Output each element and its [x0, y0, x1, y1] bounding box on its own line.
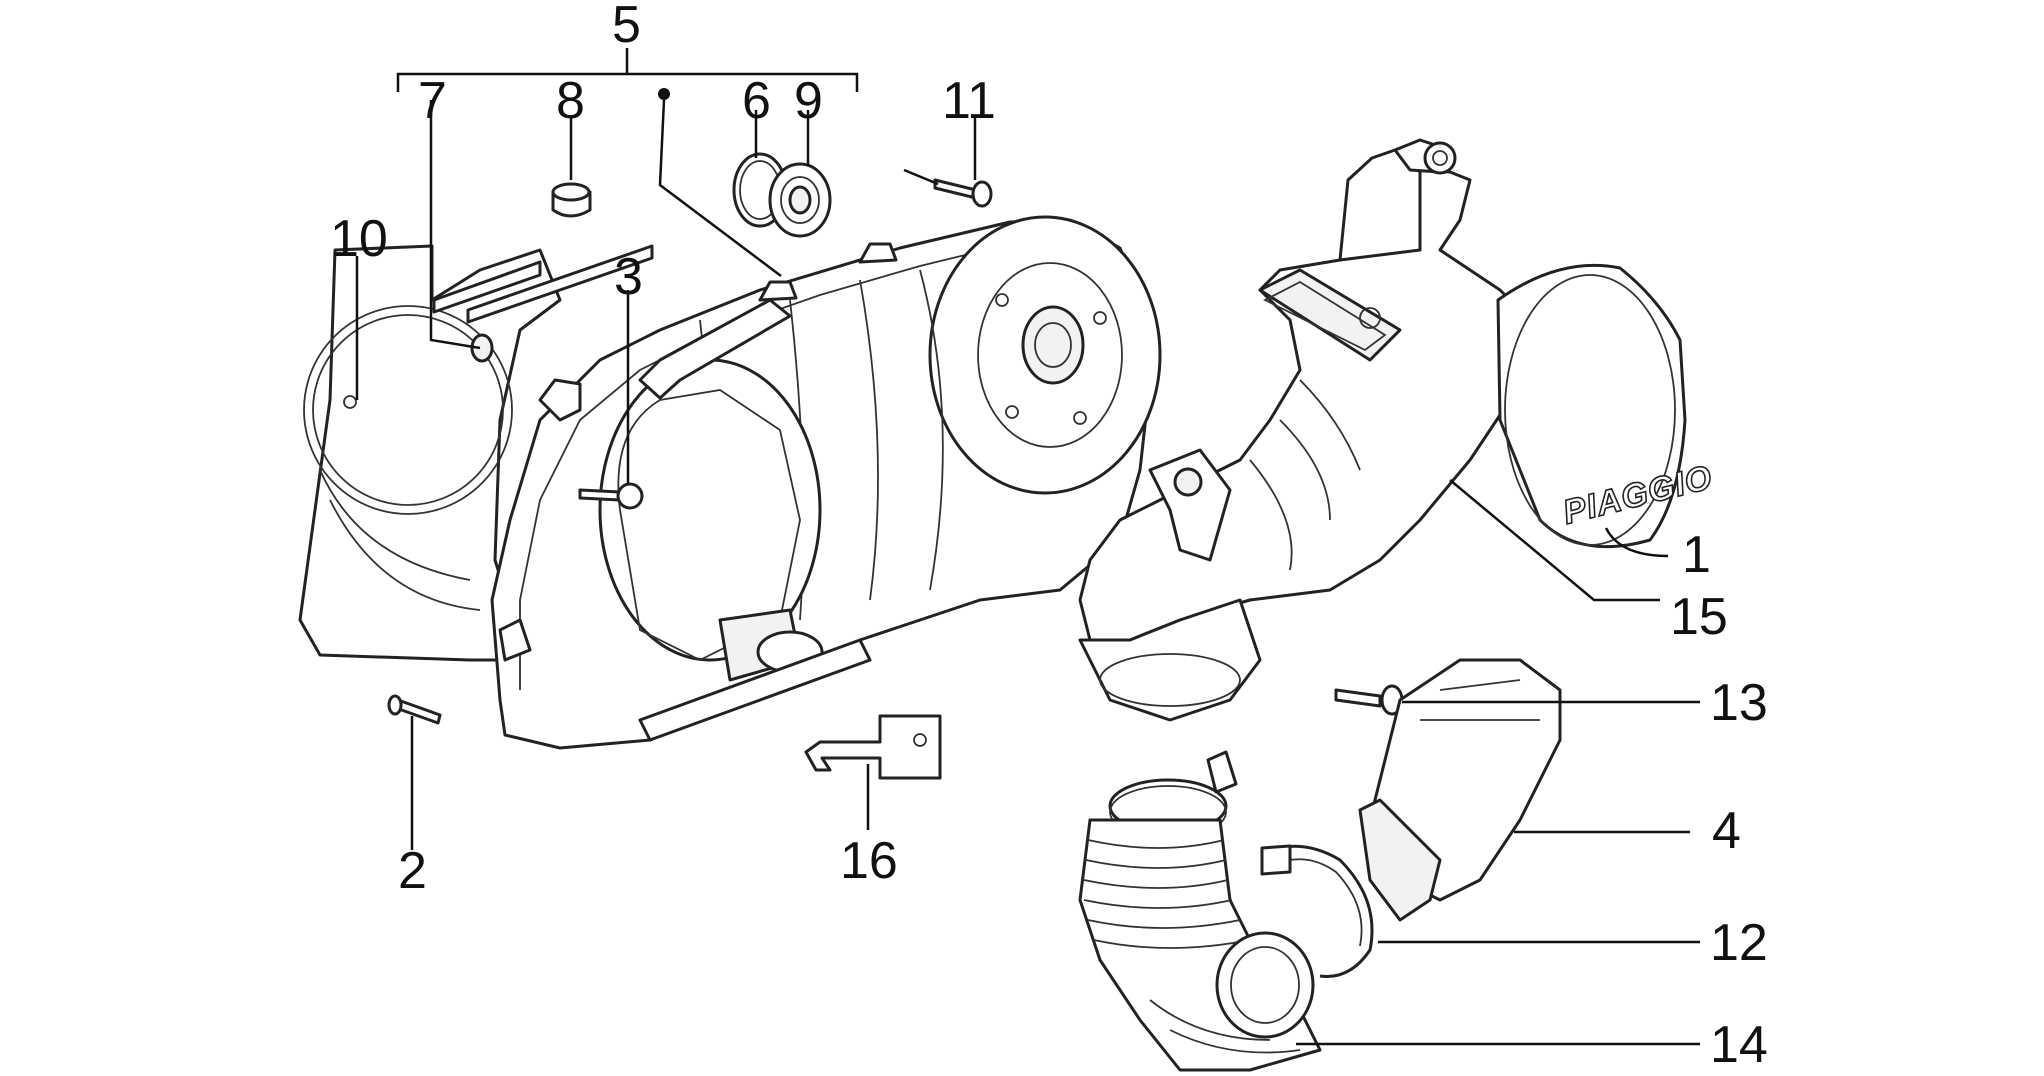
callout-7: 7: [418, 72, 447, 130]
part-3-screw: [578, 482, 644, 510]
air-intake-duct-15: [1078, 138, 1532, 722]
part-4-intake-boot: [1358, 658, 1562, 922]
callout-4: 4: [1712, 802, 1741, 860]
callout-3: 3: [614, 248, 643, 306]
callout-1: 1: [1682, 526, 1711, 584]
part-2-screw: [387, 694, 442, 725]
part-13-screw: [1334, 684, 1404, 716]
baffle-strip: [432, 260, 542, 314]
baffle-strip: [466, 244, 654, 324]
callout-9: 9: [794, 72, 823, 130]
callout-5: 5: [612, 0, 641, 54]
callout-6: 6: [742, 72, 771, 130]
part-16-bracket: [804, 714, 942, 780]
part-11-screw: [933, 178, 993, 208]
callout-2: 2: [398, 842, 427, 900]
callout-15: 15: [1670, 588, 1728, 646]
part-14-corrugated-hose: [1078, 818, 1322, 1072]
part-12-hose-clamp: [1260, 844, 1374, 978]
transmission-cover-assembly: [298, 215, 1162, 750]
leader-lines: [355, 48, 1700, 1046]
callout-16: 16: [840, 832, 898, 890]
callout-12: 12: [1710, 914, 1768, 972]
part-9-bearing: [768, 162, 832, 238]
callout-13: 13: [1710, 674, 1768, 732]
callout-10: 10: [330, 210, 388, 268]
callout-14: 14: [1710, 1016, 1768, 1074]
callout-8: 8: [556, 72, 585, 130]
part-1-cover: PIAGGIO: [1496, 264, 1717, 549]
part-7-pin: [470, 333, 494, 363]
part-8-plug: [551, 182, 592, 218]
callout-numbers: 5 7 8 6 9 11 10 3 1 15 13 4 12 14 2 16: [330, 0, 1768, 1074]
callout-11: 11: [942, 72, 996, 130]
